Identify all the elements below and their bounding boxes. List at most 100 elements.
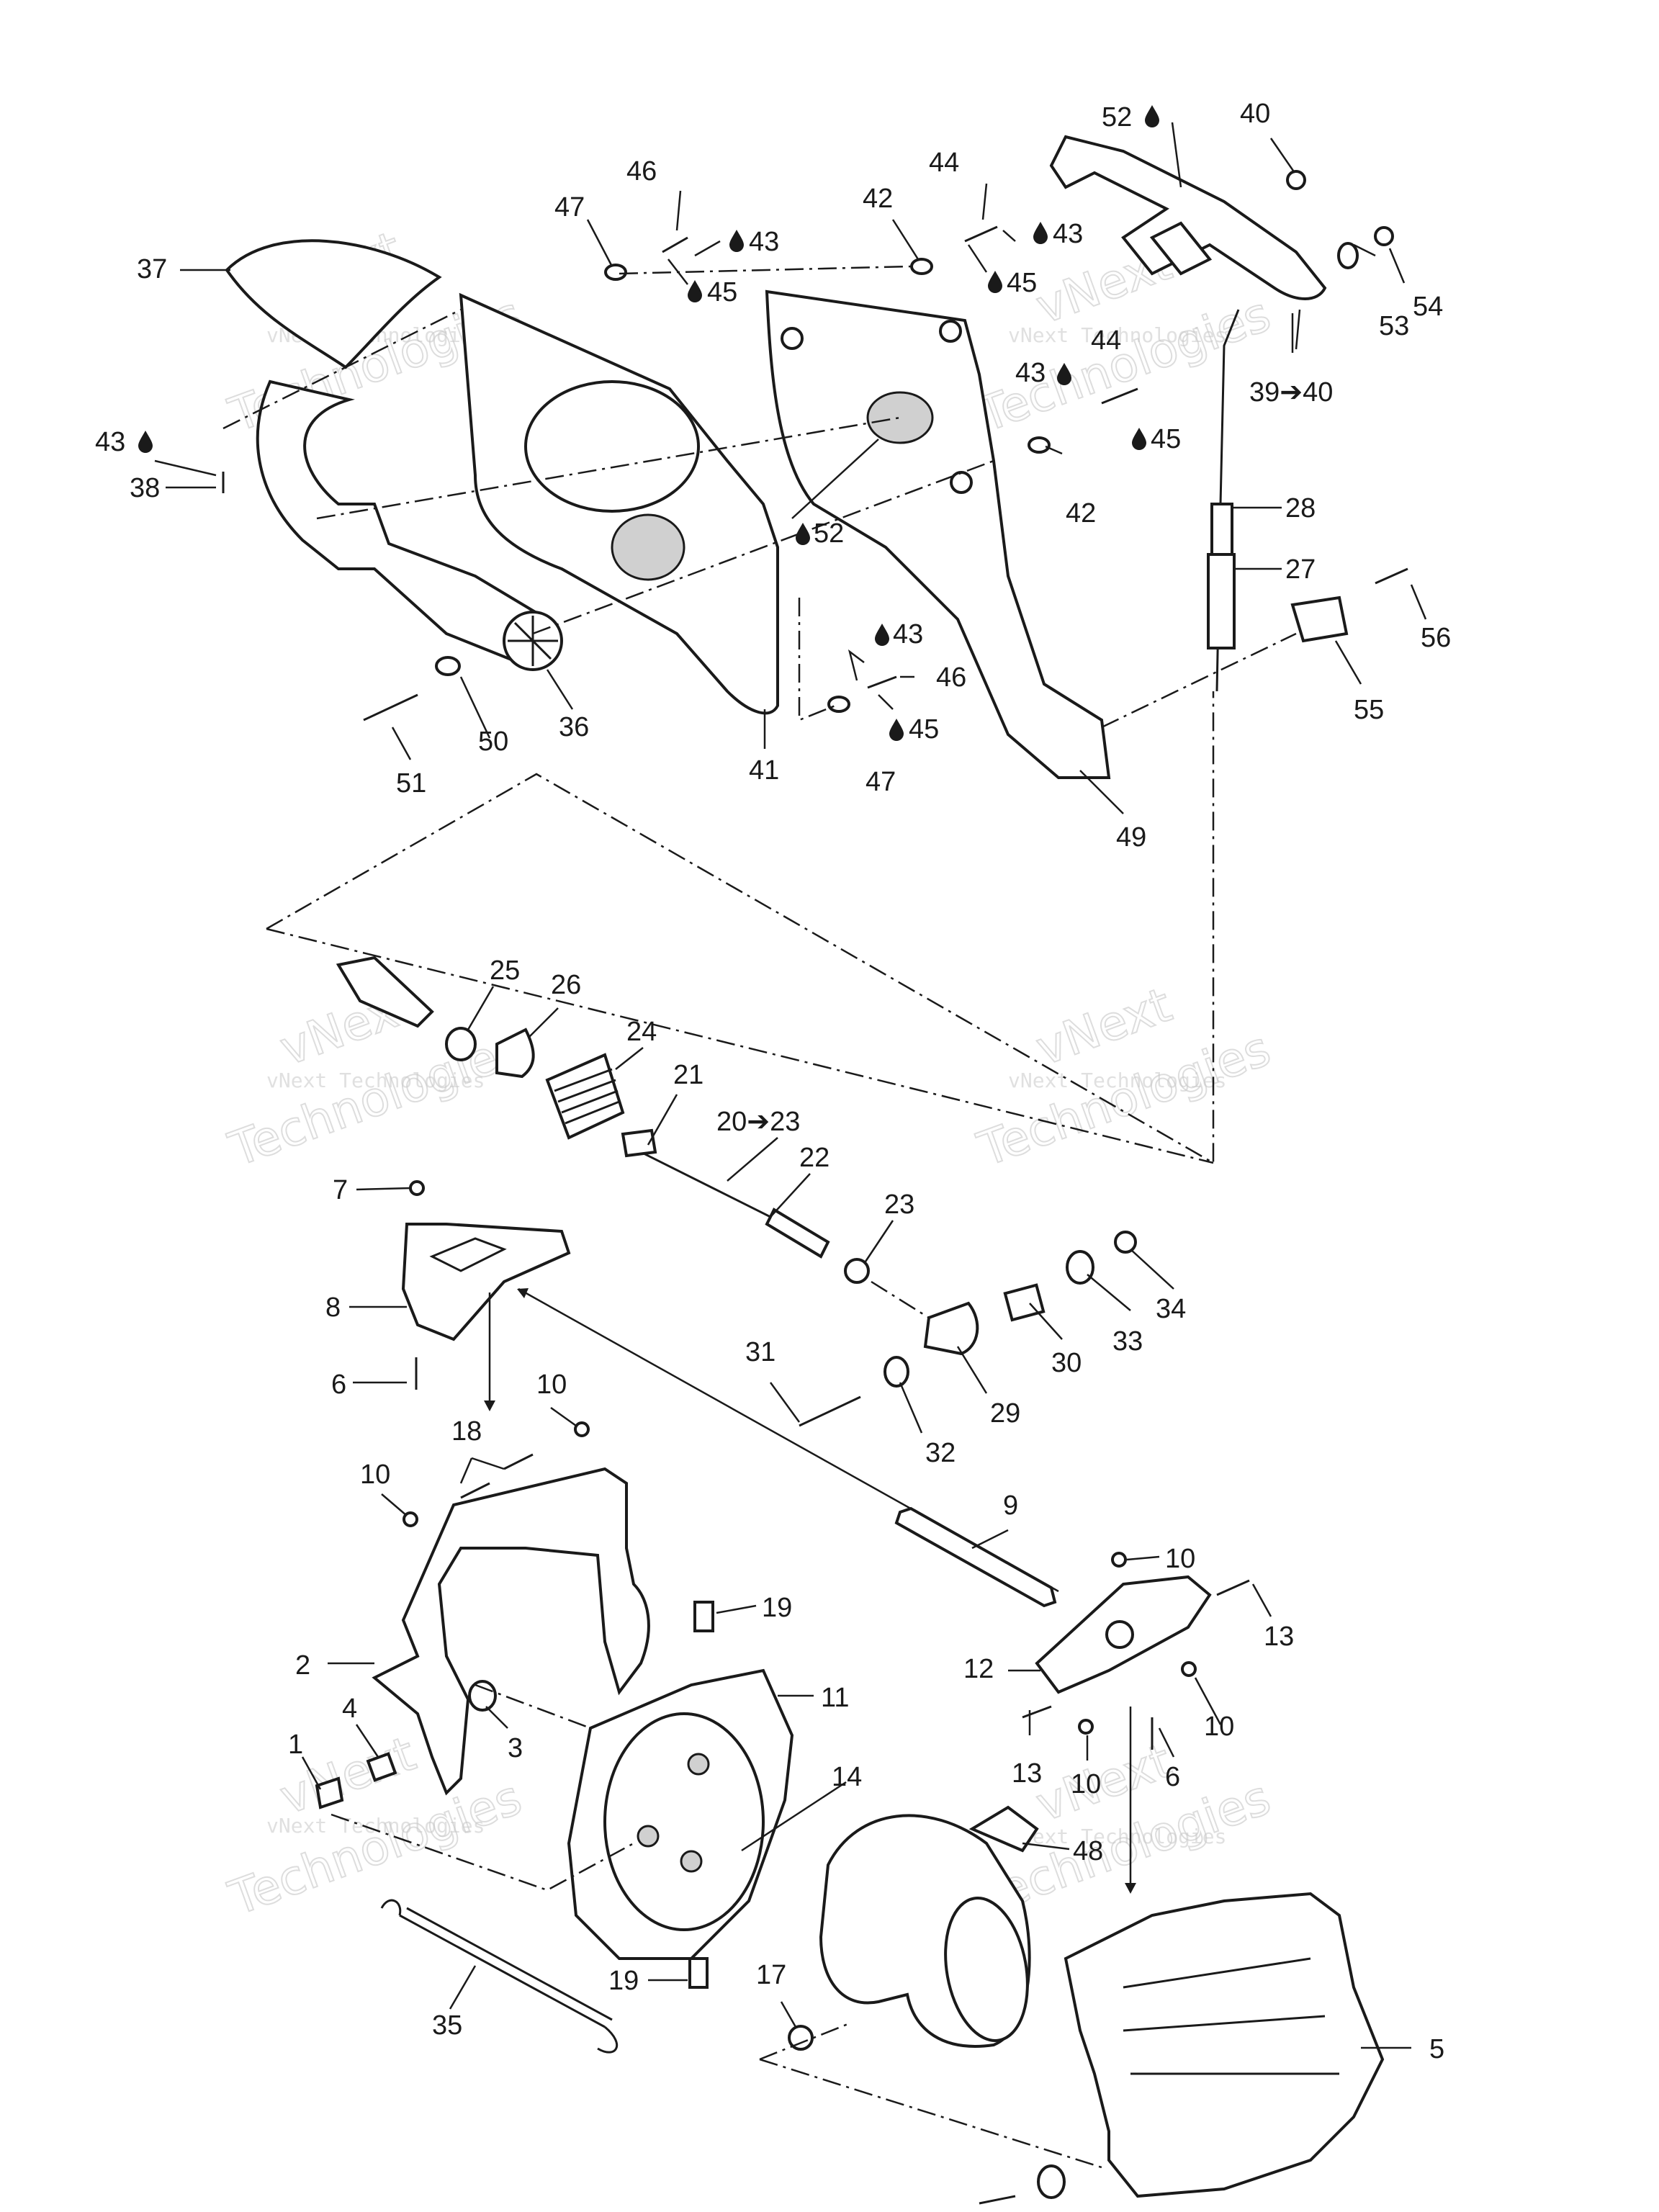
hole xyxy=(939,320,962,343)
part-49-bushing xyxy=(866,391,934,444)
part-18-pins xyxy=(460,1453,534,1499)
assembly-line xyxy=(619,265,912,275)
callout-14: 14 xyxy=(832,1762,862,1792)
callout-4: 4 xyxy=(342,1694,357,1724)
part-29-block xyxy=(923,1301,979,1356)
part-50-washer xyxy=(435,656,461,676)
shaft-assembly xyxy=(336,956,1137,1593)
part-25-seal xyxy=(445,1027,477,1061)
callout-47: 47 xyxy=(866,767,896,797)
callout-43: 43 xyxy=(1015,358,1046,388)
callout-19: 19 xyxy=(608,1966,639,1996)
callout-7: 7 xyxy=(333,1175,348,1205)
callout-42: 42 xyxy=(863,184,893,214)
part-52-grommet xyxy=(1149,221,1213,276)
assembly-line xyxy=(759,2022,1102,2169)
assembly-line xyxy=(331,1813,634,1892)
sealant-drop-icon xyxy=(688,280,702,302)
part-10-nut xyxy=(574,1421,590,1437)
arrow-head xyxy=(1125,1883,1136,1894)
callout-6: 6 xyxy=(331,1370,346,1400)
callout-13: 13 xyxy=(1012,1758,1042,1789)
part-9-link xyxy=(894,1506,1057,1608)
part-37-flap xyxy=(225,239,442,369)
part-7-nut xyxy=(409,1180,425,1196)
part-17-nut xyxy=(788,2025,814,2051)
callout-45: 45 xyxy=(1007,268,1037,298)
bracket-slot xyxy=(429,1237,507,1272)
part-32-washer xyxy=(884,1356,909,1388)
callout-46: 46 xyxy=(626,156,657,186)
part-51-bolt xyxy=(363,693,418,721)
part-22-thread xyxy=(765,1208,830,1259)
watermark-text: vNext Technologies xyxy=(1008,1069,1226,1092)
callout-45: 45 xyxy=(1151,424,1181,454)
part-26-clip xyxy=(495,1028,535,1079)
callout-44: 44 xyxy=(929,148,959,178)
callout-29: 29 xyxy=(990,1398,1020,1429)
callout-28: 28 xyxy=(1285,493,1316,523)
callout-26: 26 xyxy=(551,970,581,1000)
nozzle-tab xyxy=(968,1805,1039,1853)
sealant-drop-icon xyxy=(138,431,153,453)
part-46-bolt xyxy=(662,236,688,253)
housing-hole xyxy=(637,1825,660,1848)
callout-1: 1 xyxy=(288,1730,303,1760)
washer xyxy=(1037,2164,1066,2199)
sealant-drop-icon xyxy=(1033,222,1048,244)
part-2-frame xyxy=(372,1467,650,1796)
sealant-drop-icon xyxy=(889,719,904,741)
spring-hook xyxy=(597,2026,619,2054)
callout-54: 54 xyxy=(1413,292,1443,322)
lower-assembly xyxy=(315,1421,1385,2205)
callout-41: 41 xyxy=(749,755,779,786)
part-44-bolt xyxy=(1101,387,1138,405)
pulley-spokes xyxy=(508,616,558,666)
callout-51: 51 xyxy=(396,768,426,799)
housing-hole xyxy=(680,1850,703,1873)
part-44-bolt xyxy=(964,225,998,243)
housing-hole xyxy=(687,1753,710,1776)
part-39-shift-lever xyxy=(1049,135,1327,300)
part-56-screw xyxy=(1375,567,1408,585)
callout-12: 12 xyxy=(963,1654,994,1684)
callout-39-to-40: 39➔40 xyxy=(1249,377,1333,408)
callout-22: 22 xyxy=(799,1143,830,1173)
part-8-bracket xyxy=(401,1223,571,1341)
part-42-washer xyxy=(1028,436,1051,454)
callout-50: 50 xyxy=(478,727,508,757)
part-10-nut xyxy=(1181,1661,1197,1677)
callout-43: 43 xyxy=(749,227,779,257)
part-42-washer xyxy=(910,258,933,275)
part-28-sleeve xyxy=(1210,503,1233,556)
sealant-drop-icon xyxy=(1132,428,1146,450)
part-35-spring xyxy=(399,1907,613,2028)
callout-27: 27 xyxy=(1285,554,1316,585)
assembly-line xyxy=(1101,632,1297,729)
part-40-nut xyxy=(1286,170,1306,190)
callout-30: 30 xyxy=(1051,1348,1082,1378)
callout-43: 43 xyxy=(1053,219,1083,249)
callout-25: 25 xyxy=(490,956,520,986)
callout-2: 2 xyxy=(295,1650,310,1681)
part-47-washer xyxy=(827,696,850,713)
part-10-nut xyxy=(1111,1552,1127,1568)
assembly-line xyxy=(266,927,1214,1164)
part-1-bolt xyxy=(315,1776,344,1809)
callout-38: 38 xyxy=(130,473,160,503)
part-13-screw xyxy=(1022,1705,1052,1719)
callout-43: 43 xyxy=(95,427,125,457)
leader-lines xyxy=(154,122,1427,2049)
callout-48: 48 xyxy=(1073,1836,1103,1866)
part-30-spacer xyxy=(1003,1283,1046,1322)
watermark-text: vNext Technologies xyxy=(266,1814,485,1838)
assembly-line xyxy=(798,598,840,721)
callout-10: 10 xyxy=(360,1460,390,1490)
callout-49: 49 xyxy=(1116,822,1146,853)
watermark-text: vNext Technologies xyxy=(1008,1825,1226,1848)
callout-36: 36 xyxy=(559,712,589,742)
part-34-nut xyxy=(1114,1231,1137,1254)
part-33-washer xyxy=(1066,1250,1094,1285)
part-41-hole xyxy=(611,513,685,581)
assembly-line xyxy=(475,1683,591,1730)
